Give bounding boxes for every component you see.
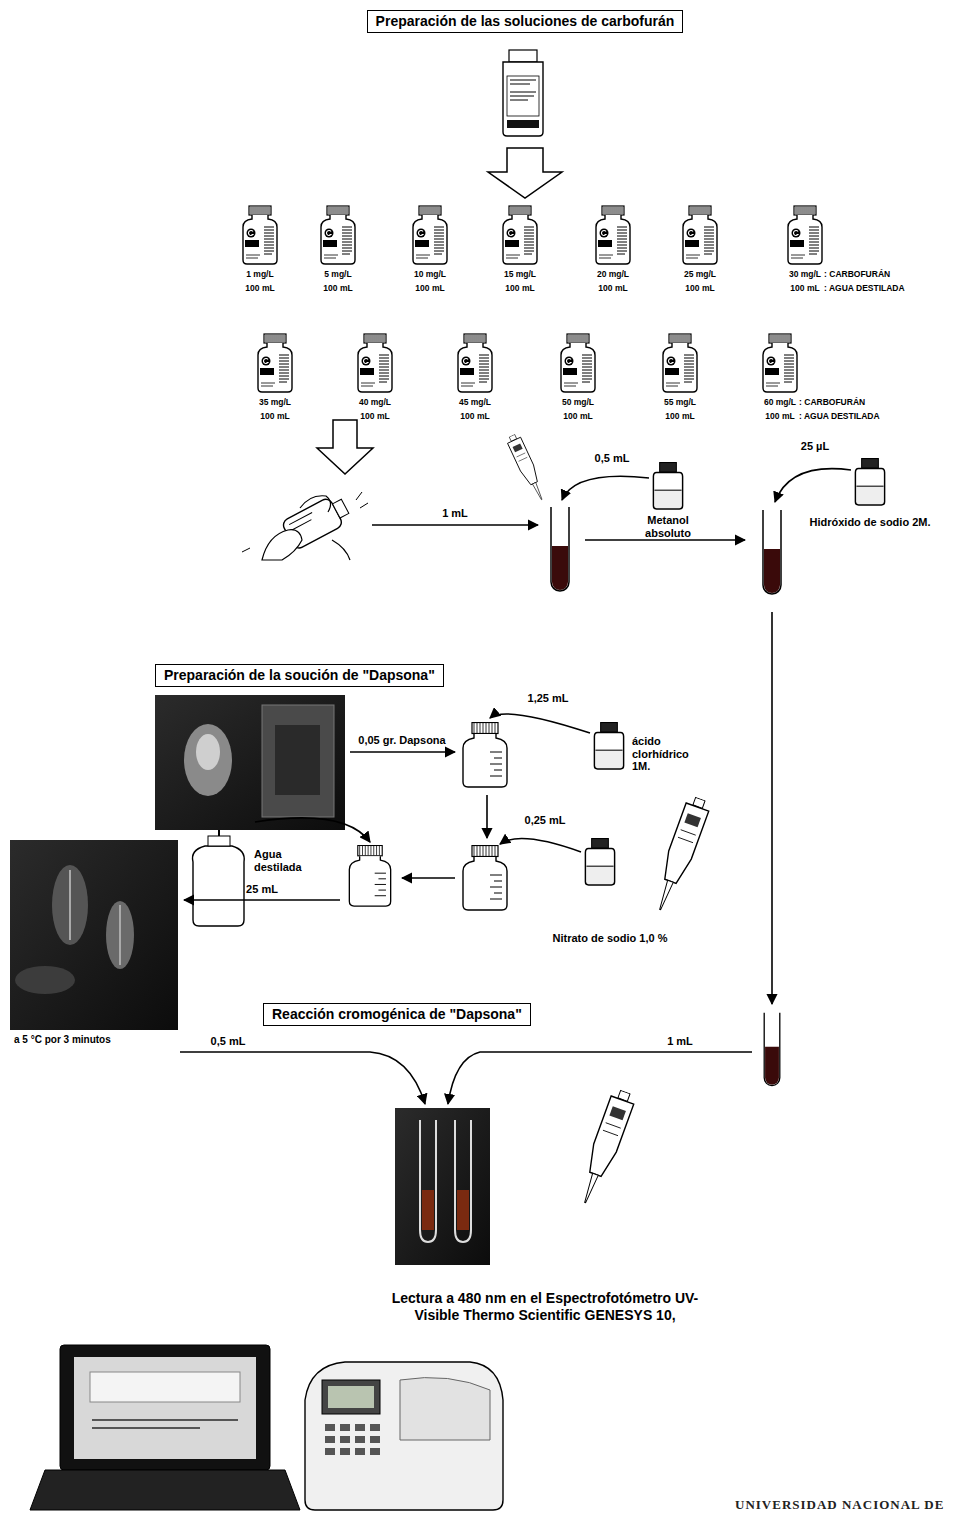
concentration-label: 35 mg/L100 mL: [259, 396, 291, 423]
volume-label: 25 mL: [246, 883, 278, 896]
volume-value: 100 mL: [504, 282, 536, 296]
reagent-label: Metanol absoluto: [632, 514, 704, 539]
condition-note: a 5 °C por 3 minutos: [14, 1034, 111, 1046]
concentration-label: 20 mg/L100 mL: [597, 268, 629, 295]
column-legend-text: : CARBOFURÁN: [824, 268, 890, 282]
column-legend-text: : AGUA DESTILADA: [824, 282, 905, 296]
volume-value: 100 mL: [597, 282, 629, 296]
volume-value: 100 mL: [259, 410, 291, 424]
concentration-value: 40 mg/L: [359, 396, 391, 410]
volume-label: 1 mL: [667, 1035, 693, 1048]
section-header-box: Preparación de las soluciones de carbofu…: [367, 10, 684, 33]
concentration-label: 40 mg/L100 mL: [359, 396, 391, 423]
volume-label: 25 µL: [801, 440, 829, 453]
concentration-label: 1 mg/L100 mL: [245, 268, 274, 295]
watermark: UNIVERSIDAD NACIONAL DE: [735, 1497, 944, 1513]
label-box: 0,5 mL: [595, 452, 630, 465]
reagent-label: Nitrato de sodio 1,0 %: [553, 932, 668, 945]
label-box: 1 mL: [667, 1035, 693, 1048]
reagent-name: Nitrato de sodio 1,0 %: [553, 932, 668, 945]
reagent-name: ácido clorhídrico 1M.: [632, 735, 708, 773]
concentration-value: 45 mg/L: [459, 396, 491, 410]
label-box: : AGUA DESTILADA: [824, 282, 905, 296]
volume-value: 100 mL: [562, 410, 594, 424]
concentration-value: 15 mg/L: [504, 268, 536, 282]
reagent-label: ácido clorhídrico 1M.: [632, 735, 708, 773]
label-box: 25 µL: [801, 440, 829, 453]
concentration-value: 50 mg/L: [562, 396, 594, 410]
volume-value: 100 mL: [359, 410, 391, 424]
volume-value: 100 mL: [459, 410, 491, 424]
volume-label: 1,25 mL: [528, 692, 569, 705]
concentration-label: 55 mg/L100 mL: [664, 396, 696, 423]
volume-value: 100 mL: [323, 282, 352, 296]
concentration-label: 50 mg/L100 mL: [562, 396, 594, 423]
volume-value: 100 mL: [664, 410, 696, 424]
volume-value: 100 mL: [684, 282, 716, 296]
label-box: : AGUA DESTILADA: [799, 410, 880, 424]
label-box: 0,25 mL: [525, 814, 566, 827]
mass-label: 0,05 gr. Dapsona: [358, 734, 445, 747]
concentration-label: 60 mg/L100 mL: [764, 396, 796, 423]
section-header-box: Reacción cromogénica de "Dapsona": [263, 1003, 531, 1026]
concentration-value: 20 mg/L: [597, 268, 629, 282]
volume-value: 100 mL: [764, 410, 796, 424]
column-legend-text: : AGUA DESTILADA: [799, 410, 880, 424]
concentration-label: 25 mg/L100 mL: [684, 268, 716, 295]
label-box: UNIVERSIDAD NACIONAL DE: [735, 1497, 944, 1513]
volume-value: 100 mL: [414, 282, 446, 296]
volume-value: 100 mL: [245, 282, 274, 296]
section-title: Preparación de la soución de "Dapsona": [164, 667, 435, 684]
label-box: 1,25 mL: [528, 692, 569, 705]
reagent-name: Hidróxido de sodio 2M.: [809, 516, 930, 529]
label-box: 0,5 mL: [211, 1035, 246, 1048]
concentration-value: 55 mg/L: [664, 396, 696, 410]
concentration-value: 10 mg/L: [414, 268, 446, 282]
concentration-label: 10 mg/L100 mL: [414, 268, 446, 295]
label-box: 0,05 gr. Dapsona: [358, 734, 445, 747]
label-box: : CARBOFURÁN: [799, 396, 865, 410]
label-box: : CARBOFURÁN: [824, 268, 890, 282]
section-title: Reacción cromogénica de "Dapsona": [272, 1006, 522, 1023]
volume-value: 100 mL: [789, 282, 821, 296]
volume-label: 0,5 mL: [595, 452, 630, 465]
section-title: Preparación de las soluciones de carbofu…: [376, 13, 675, 30]
label-box: Lectura a 480 nm en el Espectrofotómetro…: [375, 1290, 715, 1324]
concentration-label: 15 mg/L100 mL: [504, 268, 536, 295]
concentration-value: 35 mg/L: [259, 396, 291, 410]
concentration-value: 25 mg/L: [684, 268, 716, 282]
volume-label: 1 mL: [442, 507, 468, 520]
concentration-value: 60 mg/L: [764, 396, 796, 410]
volume-label: 0,25 mL: [525, 814, 566, 827]
label-box: 1 mL: [442, 507, 468, 520]
reagent-label: Agua destilada: [254, 848, 328, 873]
concentration-label: 45 mg/L100 mL: [459, 396, 491, 423]
reagent-name: Agua destilada: [254, 848, 328, 873]
concentration-value: 1 mg/L: [245, 268, 274, 282]
concentration-label: 5 mg/L100 mL: [323, 268, 352, 295]
reagent-label: Hidróxido de sodio 2M.: [809, 516, 930, 529]
section-header-box: Preparación de la soución de "Dapsona": [155, 664, 444, 687]
concentration-label: 30 mg/L100 mL: [789, 268, 821, 295]
volume-label: 0,5 mL: [211, 1035, 246, 1048]
label-box: 25 mL: [246, 883, 278, 896]
concentration-value: 30 mg/L: [789, 268, 821, 282]
reagent-name: Metanol absoluto: [632, 514, 704, 539]
concentration-value: 5 mg/L: [323, 268, 352, 282]
instrument-caption: Lectura a 480 nm en el Espectrofotómetro…: [375, 1290, 715, 1324]
column-legend-text: : CARBOFURÁN: [799, 396, 865, 410]
label-box: a 5 °C por 3 minutos: [14, 1034, 111, 1046]
